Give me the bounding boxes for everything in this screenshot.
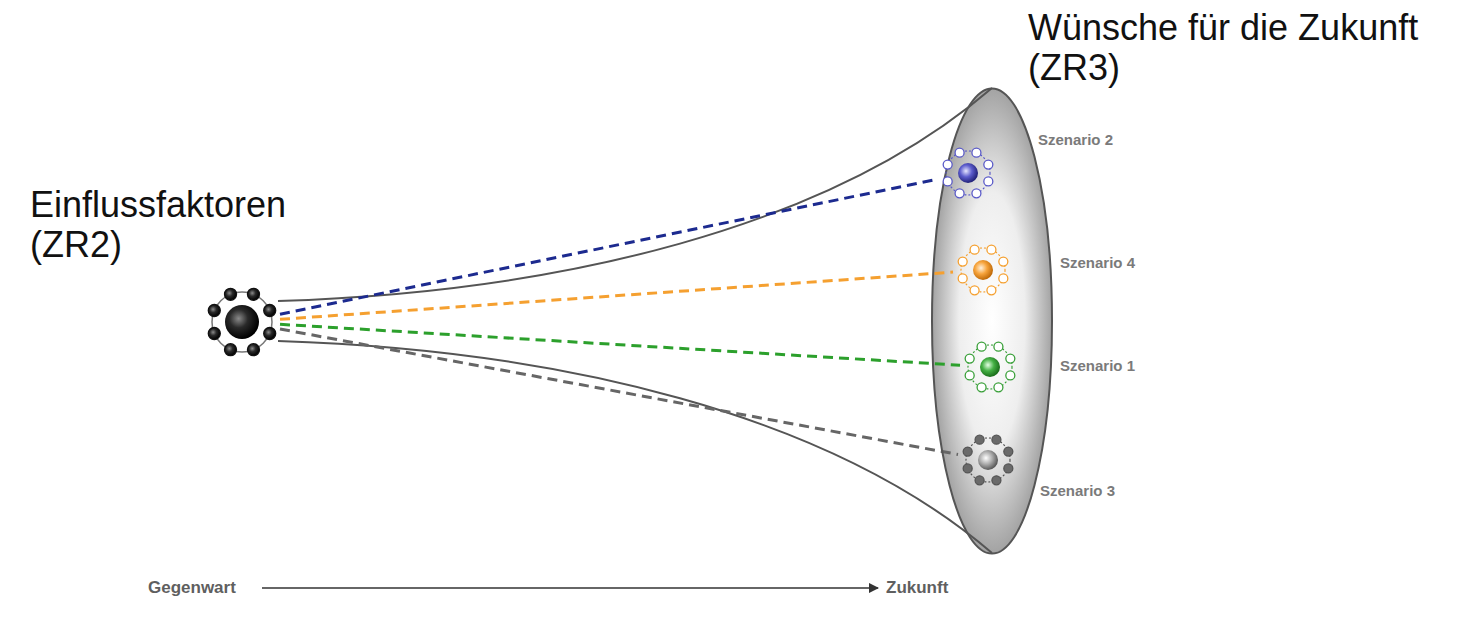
scenario-cluster: Szenario 2 — [938, 143, 998, 203]
node-shape — [932, 88, 1052, 554]
future-ellipse — [932, 89, 1052, 554]
factor-dot — [970, 245, 979, 254]
node-shape — [958, 430, 1018, 490]
factor-dot — [264, 327, 276, 339]
factor-dot — [972, 189, 981, 198]
factor-dot — [955, 189, 964, 198]
factor-dot — [1004, 464, 1013, 473]
scenario-path — [280, 272, 953, 319]
factor-dot — [225, 288, 237, 300]
factor-dot — [963, 447, 972, 456]
factor-dot — [225, 344, 237, 356]
scenario-cluster: Szenario 1 — [960, 337, 1020, 397]
factor-dot — [264, 305, 276, 317]
factor-dot — [247, 288, 259, 300]
group-heading: Wünsche für die Zukunft (ZR3) — [1028, 8, 1448, 88]
factor-cluster: Einflussfaktoren (ZR2) — [204, 284, 280, 360]
factor-dot — [977, 383, 986, 392]
future-space: Wünsche für die Zukunft (ZR3)Szenario 2S… — [932, 88, 1052, 554]
factor-dot — [999, 257, 1008, 266]
factor-dot — [984, 177, 993, 186]
node-shape — [204, 284, 280, 360]
cluster-ring — [946, 151, 990, 195]
scenario-cluster: Szenario 3 — [958, 430, 1018, 490]
factor-dot — [1006, 354, 1015, 363]
cluster-core — [980, 357, 1000, 377]
node-shape — [953, 240, 1013, 300]
scenario-label: Szenario 4 — [1060, 254, 1135, 272]
factor-dot — [208, 327, 220, 339]
scenario-label: Szenario 3 — [1040, 482, 1115, 500]
factor-dot — [955, 148, 964, 157]
scenario-label: Szenario 2 — [1038, 131, 1113, 149]
factor-dot — [994, 342, 1003, 351]
factor-dot — [963, 464, 972, 473]
group-heading: Einflussfaktoren (ZR2) — [30, 185, 300, 265]
factor-dot — [994, 383, 1003, 392]
time-axis-arrow — [262, 587, 878, 589]
factor-dot — [1004, 447, 1013, 456]
cluster-core — [978, 450, 998, 470]
cluster-core — [225, 305, 259, 339]
factor-dot — [958, 257, 967, 266]
factor-dot — [992, 476, 1001, 485]
factor-dot — [1006, 371, 1015, 380]
cluster-ring — [961, 248, 1005, 292]
node-shape — [960, 337, 1020, 397]
factor-dot — [999, 274, 1008, 283]
axis-label: Zukunft — [886, 577, 948, 599]
factor-dot — [247, 344, 259, 356]
factor-dot — [943, 160, 952, 169]
factor-dot — [987, 286, 996, 295]
factor-dot — [992, 435, 1001, 444]
future-ellipse-fill — [932, 88, 1052, 553]
factor-dot — [958, 274, 967, 283]
cluster-ring — [966, 438, 1010, 482]
scenario-cluster: Szenario 4 — [953, 240, 1013, 300]
cluster-ring — [968, 345, 1012, 389]
cluster-core — [973, 260, 993, 280]
scenario-path — [280, 324, 960, 365]
axis-label: Gegenwart — [148, 577, 236, 599]
factor-dot — [965, 371, 974, 380]
scenario-path — [280, 329, 958, 454]
node-shape — [938, 143, 998, 203]
factor-dot — [987, 245, 996, 254]
cluster-ring — [212, 292, 272, 352]
factor-dot — [977, 342, 986, 351]
factor-dot — [975, 435, 984, 444]
scenario-path — [280, 179, 938, 314]
factor-dot — [970, 286, 979, 295]
cluster-core — [958, 163, 978, 183]
funnel-edge — [278, 341, 992, 553]
factor-dot — [972, 148, 981, 157]
factor-dot — [208, 305, 220, 317]
factor-dot — [943, 177, 952, 186]
factor-dot — [984, 160, 993, 169]
factor-dot — [965, 354, 974, 363]
scenario-label: Szenario 1 — [1060, 357, 1135, 375]
funnel-edge — [278, 88, 992, 301]
factor-dot — [975, 476, 984, 485]
